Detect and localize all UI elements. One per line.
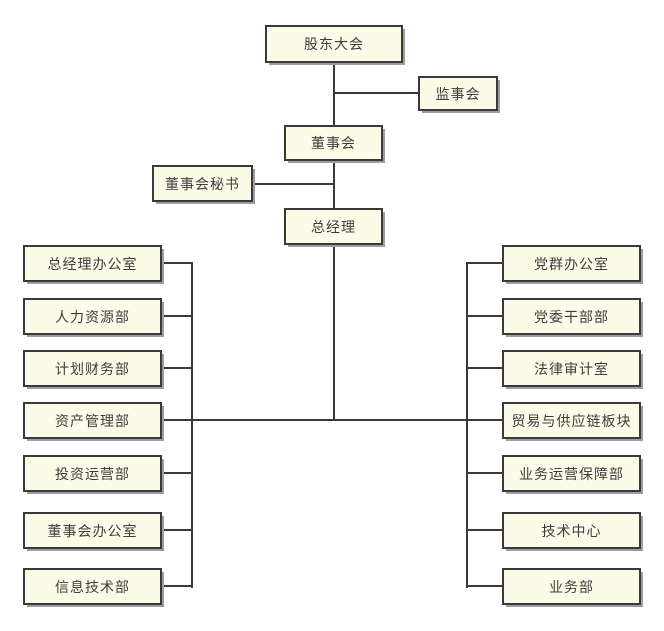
node-board-office: 董事会办公室 xyxy=(23,512,162,549)
node-investment-ops-dept: 投资运营部 xyxy=(23,455,162,492)
connector-left-column-spine xyxy=(191,262,193,588)
node-general-manager: 总经理 xyxy=(284,208,383,245)
node-business-ops-support-dept: 业务运营保障部 xyxy=(502,455,641,492)
connector-stub xyxy=(162,315,193,317)
node-party-committee-cadre-dept: 党委干部部 xyxy=(502,298,641,335)
connector-stub xyxy=(467,585,502,587)
node-tech-center: 技术中心 xyxy=(502,512,641,549)
node-gm-office: 总经理办公室 xyxy=(23,245,162,282)
node-trade-supply-chain: 贸易与供应链板块 xyxy=(502,402,641,439)
node-shareholders-meeting: 股东大会 xyxy=(265,25,403,63)
connector-stub xyxy=(162,262,193,264)
connector-stub xyxy=(162,529,193,531)
connector-supervisory-branch xyxy=(334,92,418,94)
connector-stub xyxy=(467,529,502,531)
node-planning-finance-dept: 计划财务部 xyxy=(23,350,162,387)
node-supervisory-board: 监事会 xyxy=(418,76,498,111)
node-it-dept: 信息技术部 xyxy=(23,568,162,605)
connector-stub xyxy=(162,472,193,474)
connector-stub xyxy=(162,585,193,587)
connector-main-horizontal xyxy=(162,419,502,421)
node-hr-dept: 人力资源部 xyxy=(23,298,162,335)
connector-stub xyxy=(467,367,502,369)
node-board-secretary: 董事会秘书 xyxy=(152,165,253,202)
connector-board-gm xyxy=(333,161,335,208)
node-business-dept: 业务部 xyxy=(502,568,641,605)
connector-stub xyxy=(467,472,502,474)
node-board-of-directors: 董事会 xyxy=(284,125,383,161)
node-party-masses-office: 党群办公室 xyxy=(502,245,641,282)
connector-stub xyxy=(467,315,502,317)
connector-gm-stem xyxy=(333,245,335,421)
connector-right-column-spine xyxy=(466,262,468,588)
connector-secretary-branch xyxy=(253,183,334,185)
node-legal-audit-office: 法律审计室 xyxy=(502,350,641,387)
connector-stub xyxy=(162,367,193,369)
connector-shareholders-board xyxy=(333,63,335,125)
node-asset-mgmt-dept: 资产管理部 xyxy=(23,402,162,439)
connector-stub xyxy=(467,262,502,264)
